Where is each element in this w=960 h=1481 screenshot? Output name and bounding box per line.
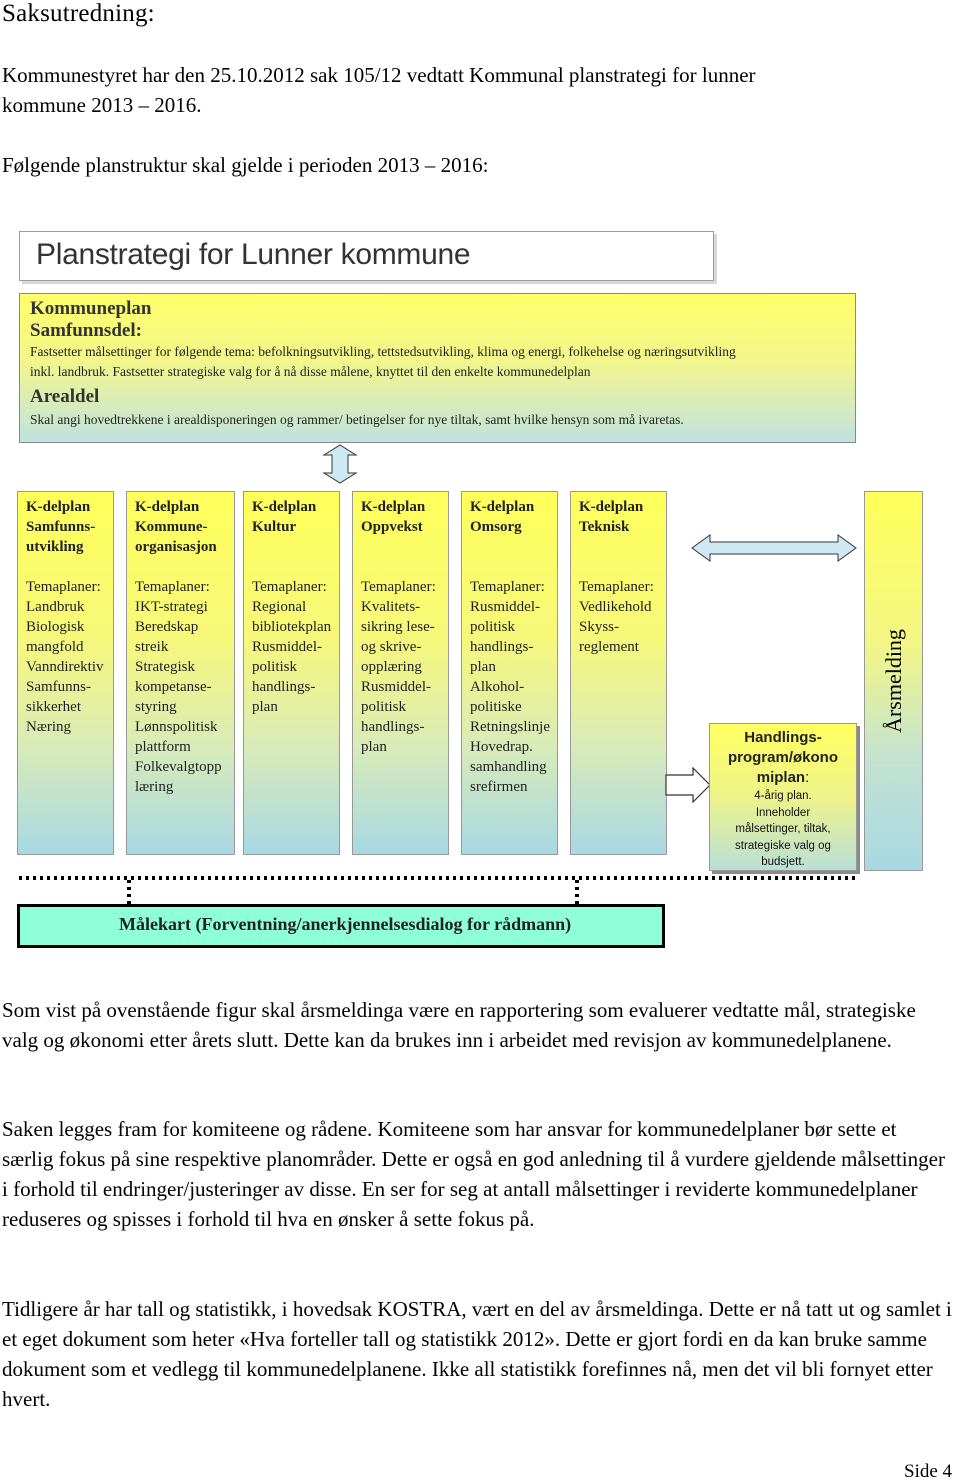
kdelplan-heading: K-delplan Oppvekst [361,499,426,535]
handlingsprogram-title-3-colon: : [805,769,810,786]
kdelplan-temaplaner: Temaplaner: Vedlikehold Skyss- reglement [579,579,654,655]
kdelplan-heading: K-delplan Kultur [252,499,317,535]
samfunnsdel-text-2: inkl. landbruk. Fastsetter strategiske v… [30,364,591,379]
dotted-connector-lines [19,876,855,904]
page-number: Side 4 [904,1461,953,1481]
kdelplan-column-kommuneorganisasjon: K-delplan Kommune- organisasjon Temaplan… [126,491,235,855]
handlingsprogram-line-3: målsettinger, tiltak, [735,823,831,835]
arsmelding-box: Årsmelding [864,491,923,871]
kdelplan-heading: K-delplan Kommune- organisasjon [135,499,217,555]
malekart-label: Målekart (Forventning/anerkjennelsesdial… [119,914,572,934]
arealdel-heading: Arealdel [30,386,100,407]
handlingsprogram-title-3: miplan: [710,768,856,788]
kdelplan-temaplaner: Temaplaner: Landbruk Biologisk mangfold … [26,579,104,735]
malekart-box: Målekart (Forventning/anerkjennelsesdial… [17,904,665,948]
handlingsprogram-line-2: Inneholder [755,806,811,819]
kdelplan-column-kultur: K-delplan Kultur Temaplaner: Regional bi… [243,491,340,855]
kdelplan-temaplaner: Temaplaner: IKT-strategi Beredskap strei… [135,579,222,795]
handlingsprogram-title-2: program/økono [727,749,838,766]
arealdel-text: Skal angi hovedtrekkene i arealdisponeri… [30,412,684,427]
paragraph-statistikk: Tidligere år har tall og statistikk, i h… [2,1297,952,1411]
diagram-title-box: Planstrategi for Lunner kommune [19,231,714,281]
intro-structure-line: Følgende planstruktur skal gjelde i peri… [2,153,489,177]
kdelplan-column-teknisk: K-delplan Teknisk Temaplaner: Vedlikehol… [570,491,667,855]
kdelplan-temaplaner: Temaplaner: Regional bibliotekplan Rusmi… [252,579,332,715]
kdelplan-column-omsorg: K-delplan Omsorg Temaplaner: Rusmiddel- … [461,491,558,855]
kdelplan-heading: K-delplan Omsorg [470,499,535,535]
handlingsprogram-box: Handlings- program/økono miplan: 4-årig … [709,723,857,871]
intro-line-1: Kommunestyret har den 25.10.2012 sak 105… [2,63,756,87]
diagram-title: Planstrategi for Lunner kommune [36,238,471,271]
kdelplan-column-oppvekst: K-delplan Oppvekst Temaplaner: Kvalitets… [352,491,449,855]
samfunnsdel-text-1: Fastsetter målsettinger for følgende tem… [30,344,736,359]
kdelplan-heading: K-delplan Teknisk [579,499,644,535]
intro-paragraph: Kommunestyret har den 25.10.2012 sak 105… [2,60,952,120]
kommuneplan-box: Kommuneplan Samfunnsdel: Fastsetter måls… [19,293,856,443]
handlingsprogram-line-5: budsjett. [761,856,805,868]
arsmelding-label: Årsmelding [880,629,906,733]
page-heading: Saksutredning: [2,0,155,27]
kdelplan-temaplaner: Temaplaner: Kvalitets- sikring lese- og … [361,579,436,755]
kdelplan-temaplaner: Temaplaner: Rusmiddel- politisk handling… [470,579,550,795]
handlingsprogram-line-1: 4-årig plan. [754,790,812,802]
horizontal-double-arrow-icon [691,534,857,562]
handlingsprogram-line-4: strategiske valg og [735,839,831,852]
kdelplan-heading: K-delplan Samfunns- utvikling [26,499,96,555]
handlingsprogram-title-1: Handlings- [744,729,822,746]
samfunnsdel-heading: Samfunnsdel: [30,320,142,341]
paragraph-arsmelding: Som vist på ovenstående figur skal årsme… [2,998,916,1052]
arrow-right-icon [665,767,711,803]
kommuneplan-heading: Kommuneplan [30,298,152,319]
intro-line-2: kommune 2013 – 2016. [2,93,202,117]
vertical-double-arrow-icon [322,444,358,484]
kdelplan-column-samfunnsutvikling: K-delplan Samfunns- utvikling Temaplaner… [17,491,114,855]
paragraph-komiteene: Saken legges fram for komiteene og råden… [2,1117,945,1231]
handlingsprogram-title-3-main: miplan [756,769,806,786]
